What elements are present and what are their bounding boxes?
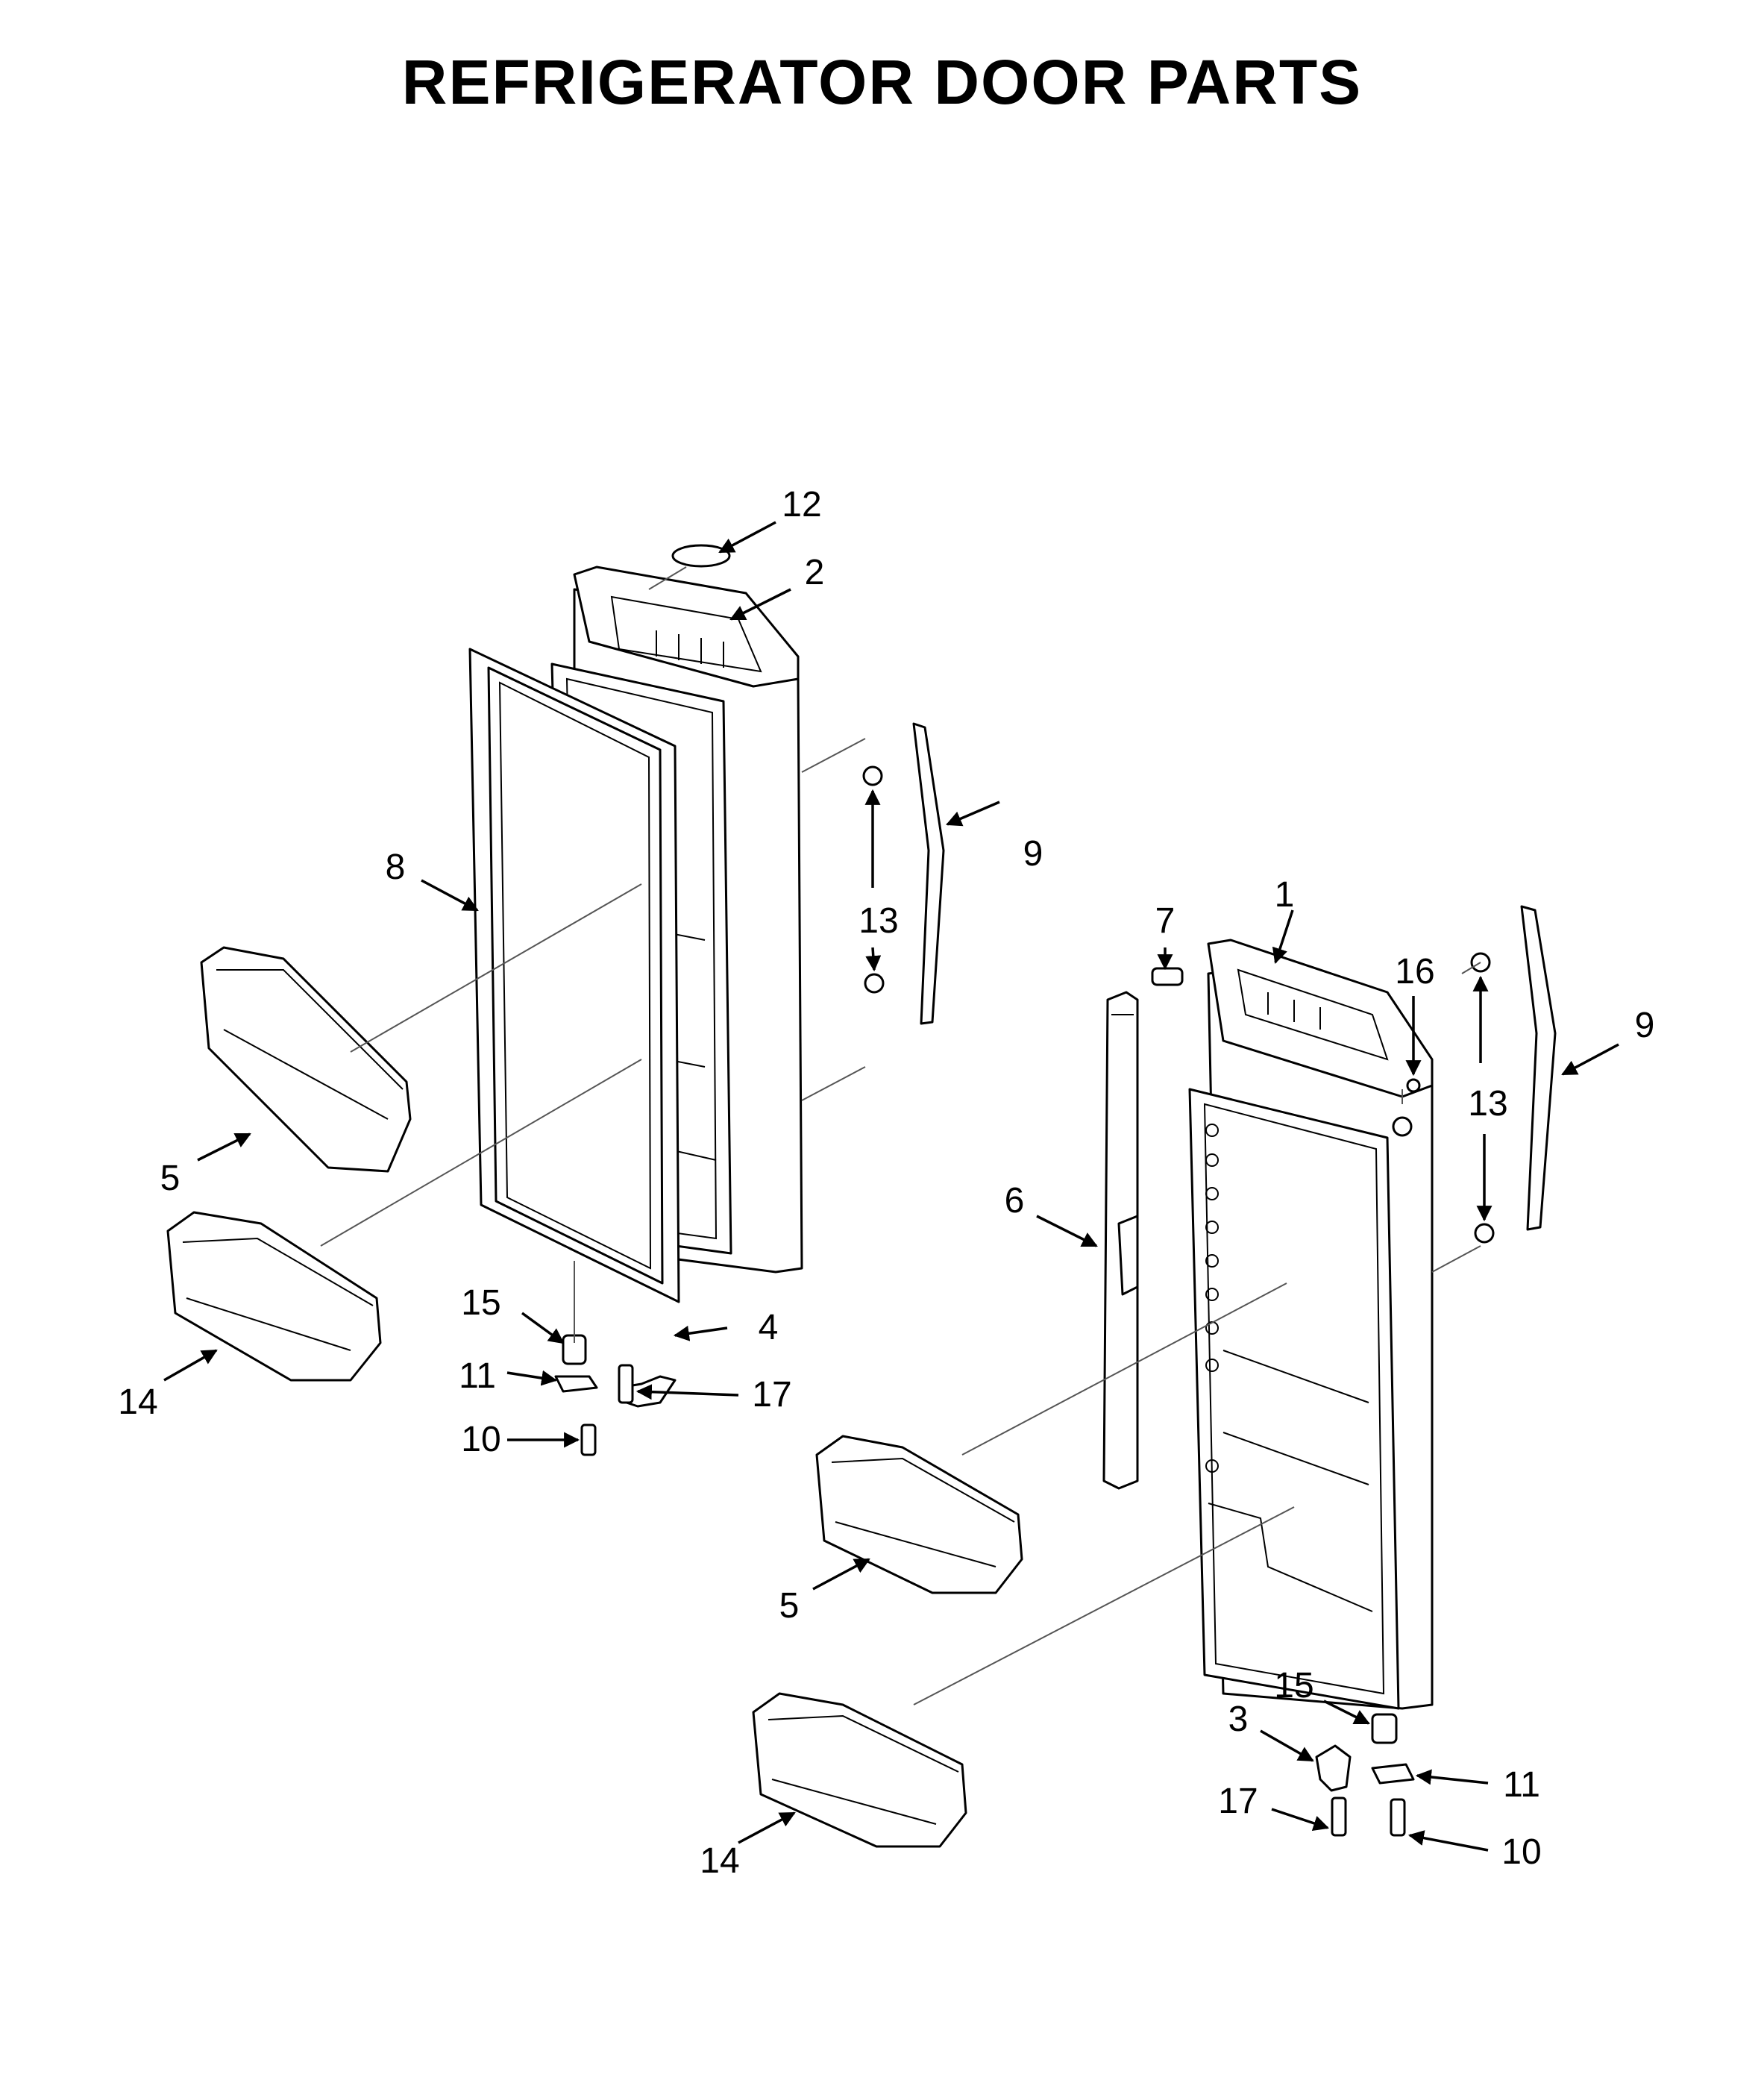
callout-16: 16 <box>1395 952 1434 992</box>
center-mullion <box>1102 967 1184 1490</box>
callout-5-right: 5 <box>779 1586 800 1626</box>
right-door-bin-lower <box>752 1692 967 1848</box>
callout-15-right: 15 <box>1274 1666 1313 1705</box>
page-title: REFRIGERATOR DOOR PARTS <box>401 47 1363 117</box>
right-door-bin-upper <box>815 1435 1023 1594</box>
callout-3: 3 <box>1228 1700 1249 1739</box>
callout-17-left: 17 <box>752 1375 791 1415</box>
callout-2: 2 <box>805 553 825 592</box>
explosion-lines <box>320 566 1481 1705</box>
callout-13-left: 13 <box>859 901 898 941</box>
callout-17-right: 17 <box>1218 1782 1258 1821</box>
callout-8: 8 <box>386 848 406 887</box>
right-bottom-hinge-parts <box>1315 1713 1415 1837</box>
callout-15-left: 15 <box>461 1283 500 1323</box>
callout-5-left: 5 <box>160 1159 181 1198</box>
left-bottom-hinge-parts <box>554 1334 677 1456</box>
callout-14-left: 14 <box>118 1382 157 1422</box>
callout-13-right: 13 <box>1468 1084 1507 1124</box>
callout-9-left: 9 <box>1023 834 1043 874</box>
callout-arrows <box>163 521 1619 1852</box>
callout-1: 1 <box>1275 875 1295 915</box>
callout-6: 6 <box>1005 1181 1025 1221</box>
left-door-bin-upper <box>200 946 412 1173</box>
callout-4: 4 <box>759 1308 779 1347</box>
left-door-gasket <box>468 648 680 1303</box>
callout-14-right: 14 <box>700 1841 739 1881</box>
callout-7: 7 <box>1155 901 1176 941</box>
callout-10-right: 10 <box>1501 1832 1541 1872</box>
right-door-assembly <box>1188 939 1434 1710</box>
left-door-bin-lower <box>166 1211 382 1382</box>
callout-12: 12 <box>782 485 821 524</box>
callout-11-left: 11 <box>459 1356 496 1396</box>
callout-10-left: 10 <box>461 1420 500 1459</box>
callout-labels: 1 2 3 4 5 5 6 7 8 9 9 10 10 11 11 12 13 … <box>118 485 1654 1881</box>
callout-11-right: 11 <box>1503 1765 1540 1805</box>
left-door-handle <box>862 722 945 1025</box>
hinge-cover <box>671 544 731 568</box>
right-door-handle <box>1406 905 1557 1244</box>
callout-9-right: 9 <box>1635 1006 1655 1045</box>
